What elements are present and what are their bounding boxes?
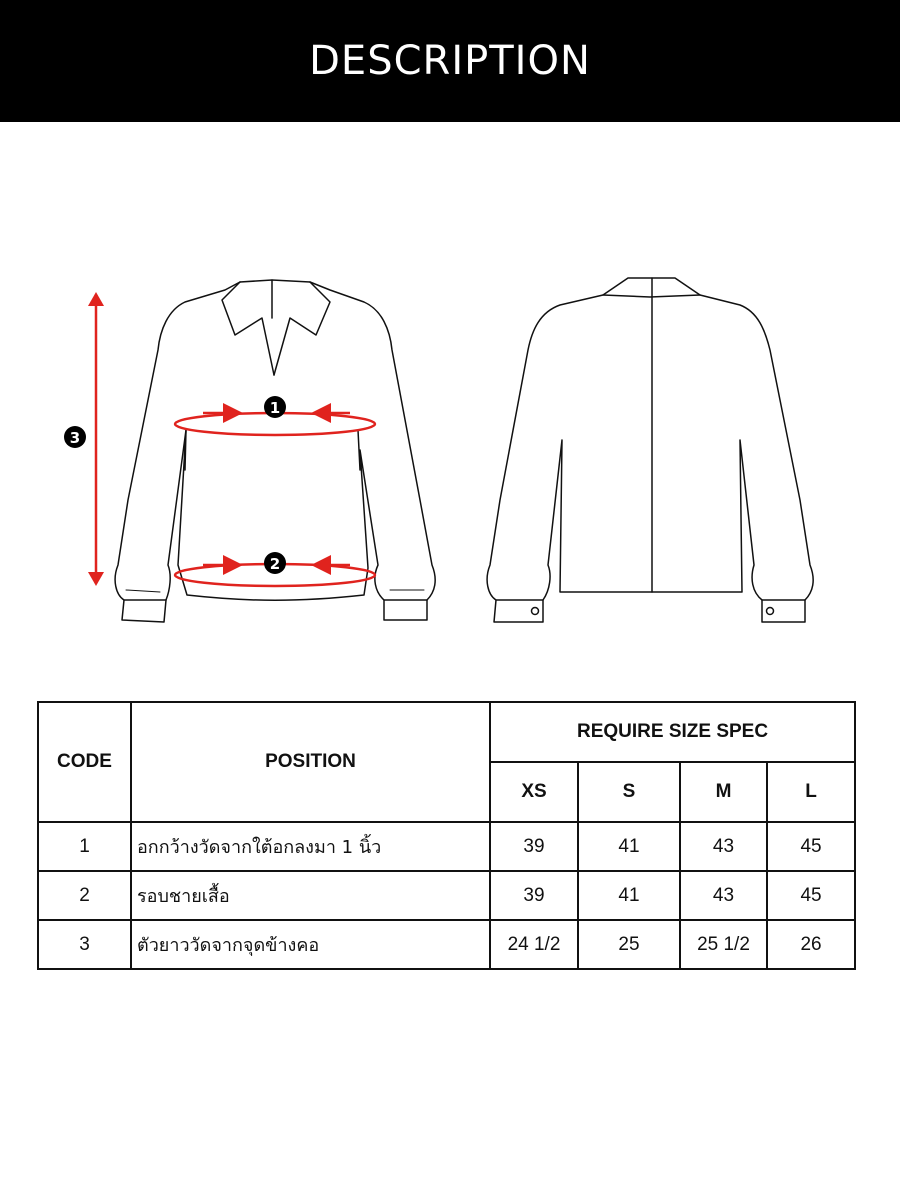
table-row: 3 ตัวยาววัดจากจุดข้างคอ 24 1/2 25 25 1/2… (37, 919, 857, 970)
marker-2: 2 (270, 555, 280, 573)
row-value: 25 (577, 919, 681, 970)
row-value: 45 (765, 870, 857, 921)
length-measure: 3 (64, 292, 104, 586)
table-row: 2 รอบชายเสื้อ 39 41 43 45 (37, 870, 857, 921)
page-title: DESCRIPTION (309, 38, 591, 84)
row-value: 45 (765, 821, 857, 872)
row-code: 1 (37, 821, 132, 872)
row-position: อกกว้างวัดจากใต้อกลงมา 1 นิ้ว (130, 821, 491, 872)
row-value: 43 (679, 870, 768, 921)
back-view (486, 277, 814, 623)
table-row: 1 อกกว้างวัดจากใต้อกลงมา 1 นิ้ว 39 41 43… (37, 821, 857, 872)
row-value: 26 (765, 919, 857, 970)
row-position: ตัวยาววัดจากจุดข้างคอ (130, 919, 491, 970)
row-code: 2 (37, 870, 132, 921)
size-header-xs: XS (489, 761, 579, 823)
row-value: 25 1/2 (679, 919, 768, 970)
row-value: 39 (489, 870, 579, 921)
marker-1: 1 (270, 399, 280, 417)
position-header: POSITION (130, 701, 491, 823)
marker-3: 3 (70, 429, 80, 447)
row-position: รอบชายเสื้อ (130, 870, 491, 921)
page-header: DESCRIPTION (0, 0, 900, 122)
code-header: CODE (37, 701, 132, 823)
front-view (114, 279, 436, 623)
size-header-l: L (765, 761, 857, 823)
spec-header: REQUIRE SIZE SPEC (488, 701, 857, 763)
chest-measure: 1 (173, 396, 377, 437)
row-value: 41 (577, 821, 681, 872)
garment-illustration: 1 2 3 (0, 250, 900, 650)
row-value: 43 (679, 821, 768, 872)
row-value: 41 (577, 870, 681, 921)
row-code: 3 (37, 919, 132, 970)
size-header-s: S (577, 761, 681, 823)
row-value: 24 1/2 (489, 919, 579, 970)
hem-measure: 2 (173, 552, 377, 588)
row-value: 39 (489, 821, 579, 872)
size-spec-table: CODE POSITION REQUIRE SIZE SPEC XS S M L… (37, 701, 857, 970)
size-header-m: M (679, 761, 768, 823)
